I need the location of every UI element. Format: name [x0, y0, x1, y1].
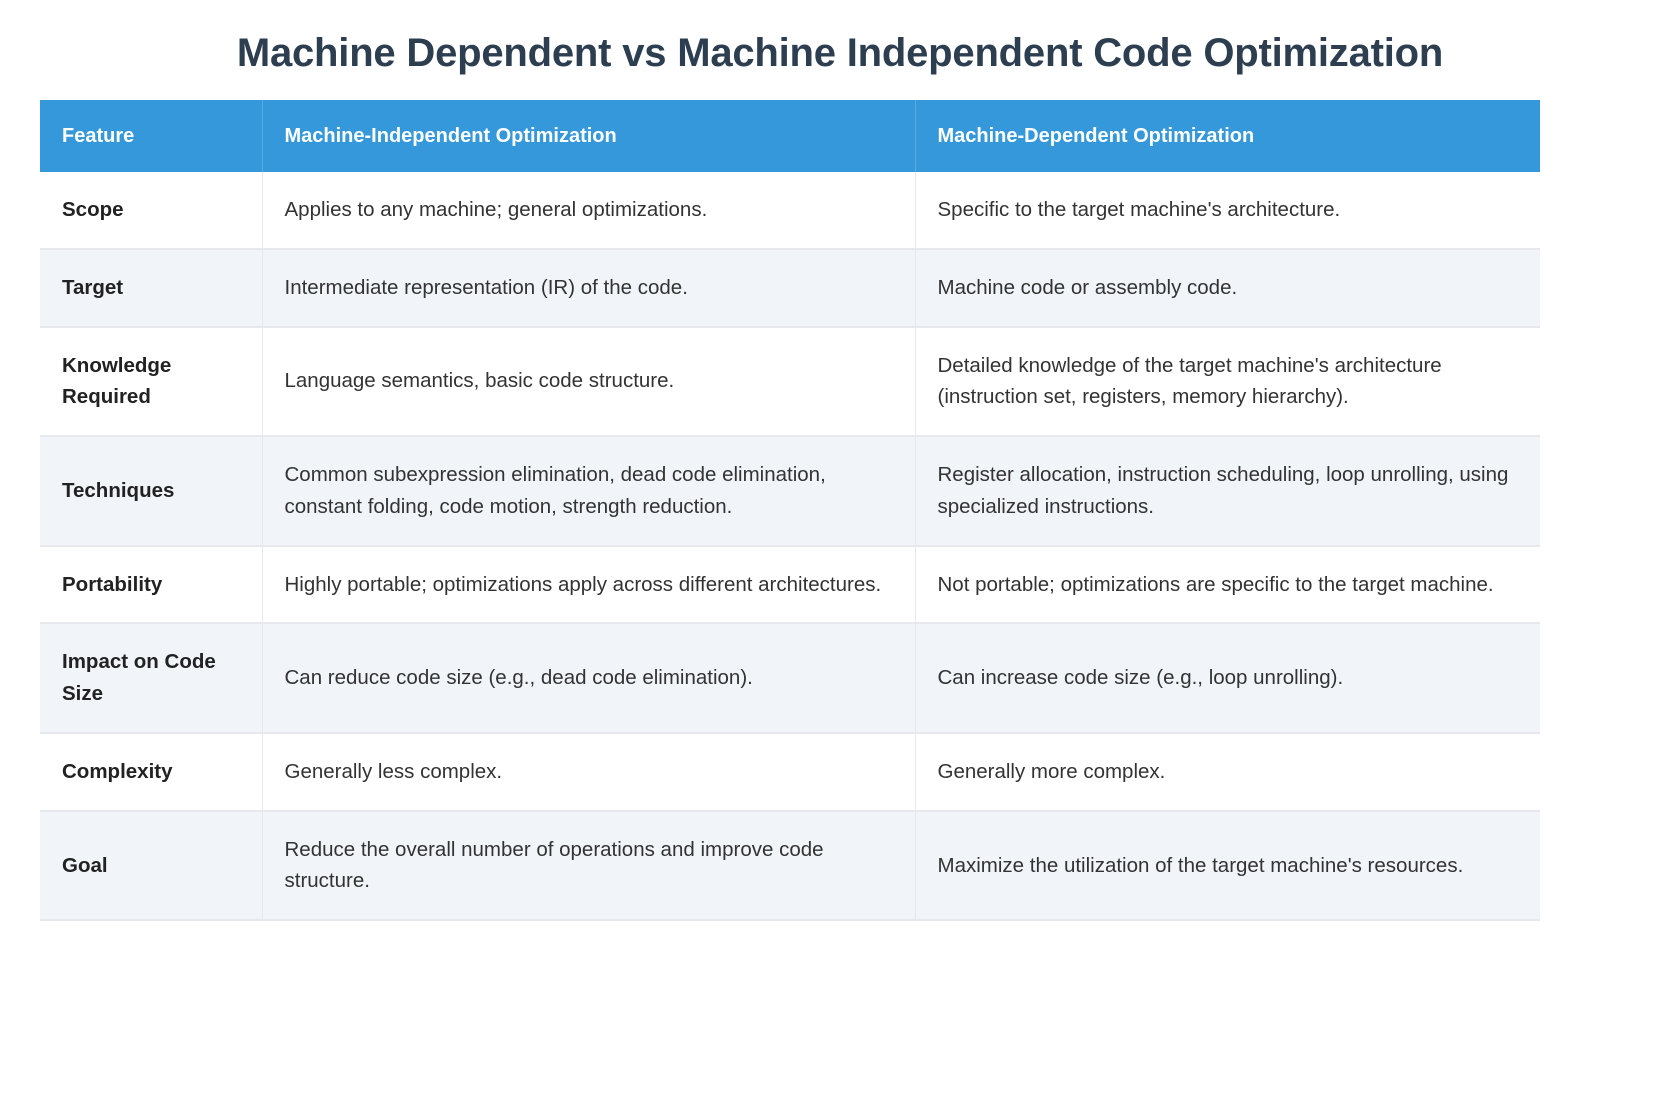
- cell-machine-independent: Applies to any machine; general optimiza…: [262, 172, 916, 250]
- cell-feature: Techniques: [40, 436, 263, 547]
- column-header-feature: Feature: [40, 100, 263, 172]
- cell-machine-dependent: Specific to the target machine's archite…: [915, 172, 1540, 250]
- cell-machine-independent: Can reduce code size (e.g., dead code el…: [262, 623, 916, 734]
- cell-machine-dependent: Maximize the utilization of the target m…: [915, 810, 1540, 922]
- cell-machine-independent: Highly portable; optimizations apply acr…: [262, 545, 916, 625]
- column-header-machine-independent: Machine-Independent Optimization: [262, 100, 916, 172]
- cell-feature: Scope: [40, 172, 263, 250]
- cell-machine-independent: Common subexpression elimination, dead c…: [262, 436, 916, 547]
- cell-machine-dependent: Not portable; optimizations are specific…: [915, 545, 1540, 625]
- comparison-table-container: Feature Machine-Independent Optimization…: [40, 100, 1540, 922]
- cell-feature: Knowledge Required: [40, 326, 263, 438]
- cell-machine-dependent: Generally more complex.: [915, 732, 1540, 812]
- cell-feature: Portability: [40, 545, 263, 625]
- column-header-machine-dependent: Machine-Dependent Optimization: [915, 100, 1540, 172]
- cell-machine-dependent: Detailed knowledge of the target machine…: [915, 326, 1540, 438]
- cell-machine-independent: Reduce the overall number of operations …: [262, 810, 916, 922]
- cell-feature: Impact on Code Size: [40, 623, 263, 734]
- cell-feature: Goal: [40, 810, 263, 922]
- cell-machine-dependent: Register allocation, instruction schedul…: [915, 436, 1540, 547]
- cell-feature: Complexity: [40, 732, 263, 812]
- table-header-row: Feature Machine-Independent Optimization…: [40, 100, 1540, 172]
- cell-machine-independent: Language semantics, basic code structure…: [262, 326, 916, 438]
- cell-machine-independent: Intermediate representation (IR) of the …: [262, 248, 916, 328]
- cell-feature: Target: [40, 248, 263, 328]
- table-header: Feature Machine-Independent Optimization…: [40, 100, 1540, 172]
- page-title: Machine Dependent vs Machine Independent…: [236, 31, 1444, 75]
- cell-machine-dependent: Machine code or assembly code.: [915, 248, 1540, 328]
- cell-machine-dependent: Can increase code size (e.g., loop unrol…: [915, 623, 1540, 734]
- comparison-table: Feature Machine-Independent Optimization…: [40, 100, 1540, 922]
- cell-machine-independent: Generally less complex.: [262, 732, 916, 812]
